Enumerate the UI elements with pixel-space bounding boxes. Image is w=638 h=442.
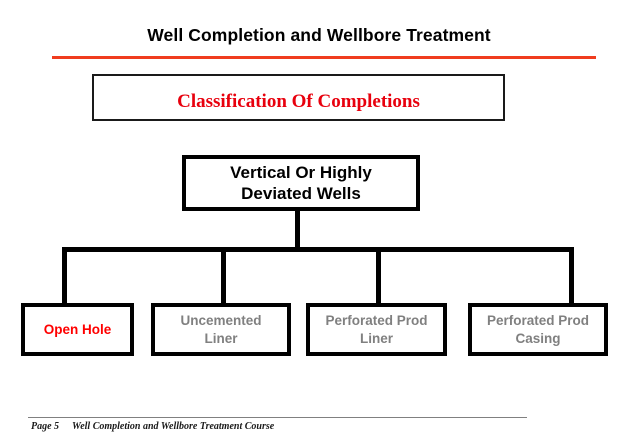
connector-horizontal-bus (62, 247, 574, 252)
tree-node-perforated-prod-casing-label: Perforated Prod Casing (487, 312, 589, 348)
classification-banner: Classification Of Completions (92, 74, 505, 121)
tree-node-open-hole: Open Hole (21, 303, 134, 356)
tree-node-uncemented-liner-label: Uncemented Liner (180, 312, 261, 348)
connector-drop-perforated-prod-liner (376, 247, 381, 305)
tree-node-root-label: Vertical Or Highly Deviated Wells (230, 162, 372, 204)
tree-node-perforated-prod-casing: Perforated Prod Casing (468, 303, 608, 356)
title-accent-rule (52, 56, 596, 59)
tree-node-root: Vertical Or Highly Deviated Wells (182, 155, 420, 211)
connector-drop-open-hole (62, 247, 67, 305)
tree-node-uncemented-liner-label-line1: Uncemented (180, 312, 262, 328)
tree-node-open-hole-label: Open Hole (44, 321, 112, 339)
tree-node-uncemented-liner-label-line2: Liner (204, 330, 238, 346)
connector-root-stem (295, 209, 300, 251)
page-title: Well Completion and Wellbore Treatment (147, 25, 491, 45)
tree-node-root-label-line1: Vertical Or Highly (230, 163, 372, 182)
tree-node-uncemented-liner: Uncemented Liner (151, 303, 291, 356)
connector-drop-perforated-prod-casing (569, 247, 574, 305)
footer: Page 5 Well Completion and Wellbore Treat… (31, 421, 274, 432)
classification-banner-label: Classification Of Completions (177, 90, 420, 112)
connector-drop-uncemented-liner (221, 247, 226, 305)
tree-node-open-hole-label-line1: Open Hole (43, 321, 112, 337)
tree-node-root-label-line2: Deviated Wells (241, 184, 361, 203)
footer-divider (28, 417, 527, 418)
tree-node-perforated-prod-casing-label-line1: Perforated Prod (486, 312, 590, 328)
tree-node-perforated-prod-liner-label: Perforated Prod Liner (325, 312, 427, 348)
tree-node-perforated-prod-casing-label-line2: Casing (515, 330, 561, 346)
tree-node-perforated-prod-liner-label-line2: Liner (359, 330, 393, 346)
footer-page-number: Page 5 (31, 421, 60, 432)
footer-course-name: Well Completion and Wellbore Treatment C… (72, 421, 275, 432)
tree-node-perforated-prod-liner-label-line1: Perforated Prod (325, 312, 428, 328)
tree-node-perforated-prod-liner: Perforated Prod Liner (306, 303, 447, 356)
